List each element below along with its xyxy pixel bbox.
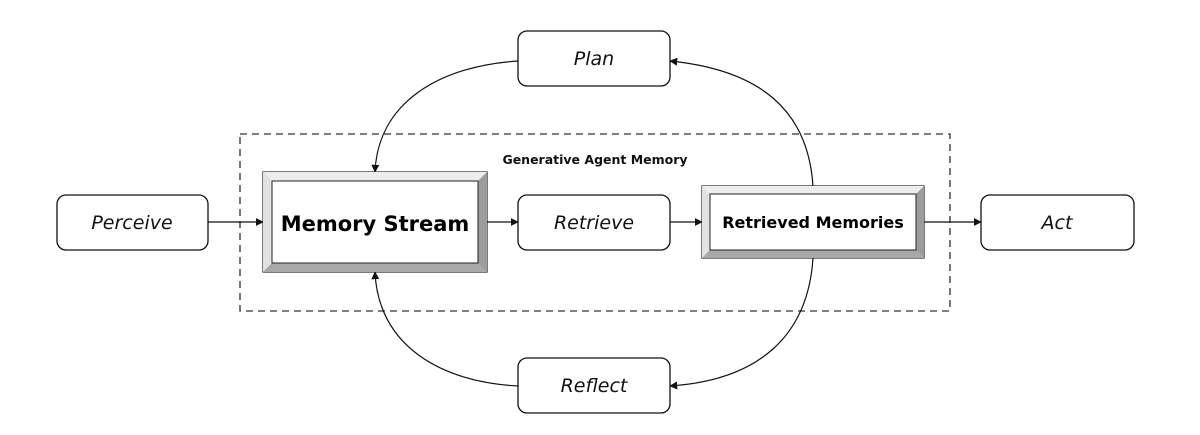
reflect-node: Reflect — [517, 357, 671, 414]
edge-retrieved-memories-to-plan — [669, 57, 814, 187]
act-node: Act — [980, 194, 1135, 251]
memory-stream-node: Memory Stream — [262, 171, 488, 273]
retrieve-label: Retrieve — [554, 212, 634, 234]
retrieve-node: Retrieve — [517, 194, 671, 251]
reflect-label: Reflect — [561, 375, 629, 397]
memory-stream-label: Memory Stream — [281, 212, 470, 236]
perceive-label: Perceive — [91, 212, 172, 234]
retrieved-memories-label: Retrieved Memories — [722, 213, 904, 232]
retrieved-memories-node: Retrieved Memories — [701, 185, 925, 259]
perceive-node: Perceive — [56, 194, 209, 251]
plan-node: Plan — [517, 30, 671, 87]
act-label: Act — [1040, 212, 1074, 234]
memory-group-label: Generative Agent Memory — [502, 152, 687, 167]
edge-retrieved-memories-to-reflect — [669, 257, 814, 390]
edge-reflect-to-memory-stream — [371, 271, 519, 387]
plan-label: Plan — [574, 48, 614, 70]
edge-plan-to-memory-stream — [371, 60, 519, 173]
